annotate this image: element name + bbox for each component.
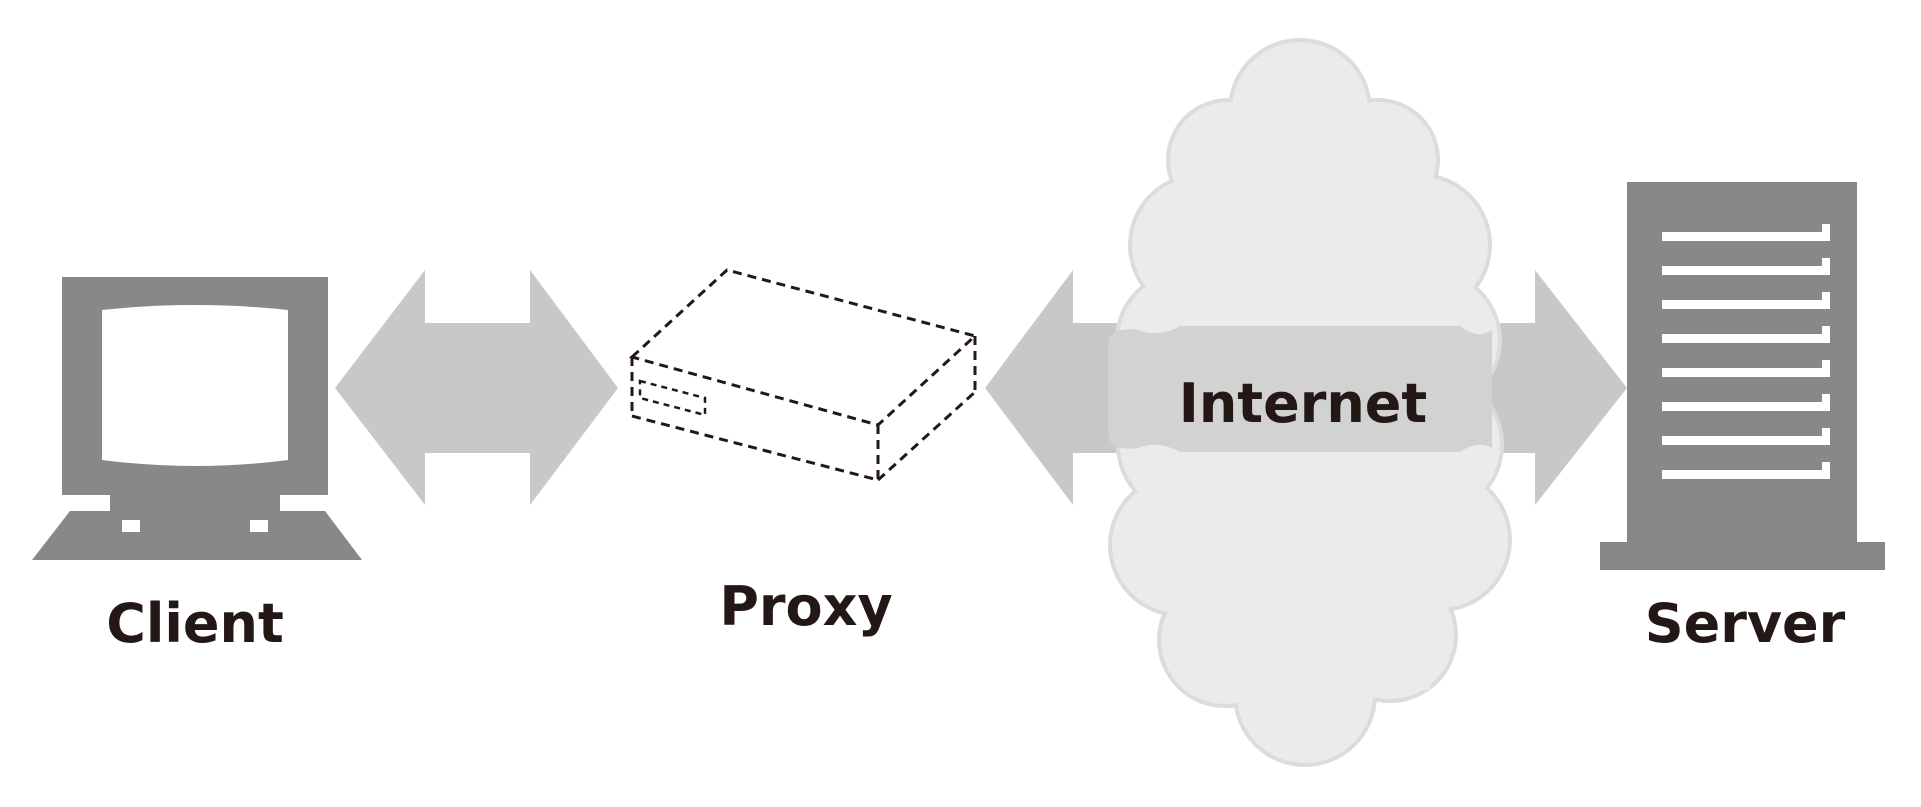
client-label: Client (106, 592, 284, 655)
internet-cloud-icon (1108, 38, 1512, 767)
server-slot-tab (1822, 224, 1830, 234)
server-label: Server (1645, 592, 1846, 655)
internet-label: Internet (1179, 372, 1427, 435)
server-slot (1662, 266, 1830, 275)
client-computer-icon (32, 277, 362, 560)
server-slot-tab (1822, 360, 1830, 370)
server-slot (1662, 232, 1830, 241)
server-slot (1662, 470, 1830, 479)
server-slot (1662, 300, 1830, 309)
server-slot (1662, 436, 1830, 445)
server-slot-tab (1822, 462, 1830, 472)
server-slot-tab (1822, 394, 1830, 404)
server-slot-tab (1822, 428, 1830, 438)
server-slot-tab (1822, 292, 1830, 302)
proxy-label: Proxy (719, 575, 892, 638)
client-proxy-arrow (335, 270, 618, 505)
proxy-box-icon (628, 268, 979, 482)
server-tower-icon (1600, 182, 1885, 570)
server-slot (1662, 402, 1830, 411)
server-slot-tab (1822, 258, 1830, 268)
server-slot (1662, 334, 1830, 343)
internet-band (1108, 326, 1492, 452)
server-slot-tab (1822, 326, 1830, 336)
server-slot (1662, 368, 1830, 377)
